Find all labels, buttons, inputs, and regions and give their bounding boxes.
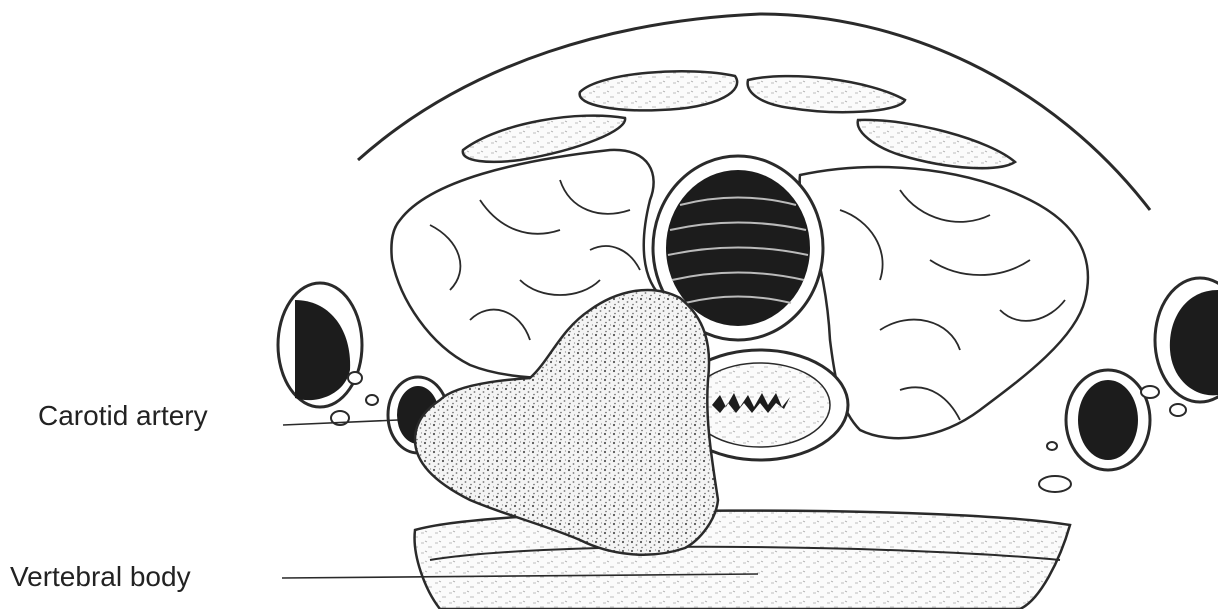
strap-muscles — [463, 71, 1015, 168]
vertebral-body — [415, 511, 1070, 609]
right-jugular-vein — [1155, 278, 1218, 402]
carotid-artery-label: Carotid artery — [38, 402, 208, 430]
right-carotid-artery — [1066, 370, 1150, 470]
left-jugular-vein — [278, 283, 362, 407]
vertebral-body-label: Vertebral body — [10, 563, 191, 591]
